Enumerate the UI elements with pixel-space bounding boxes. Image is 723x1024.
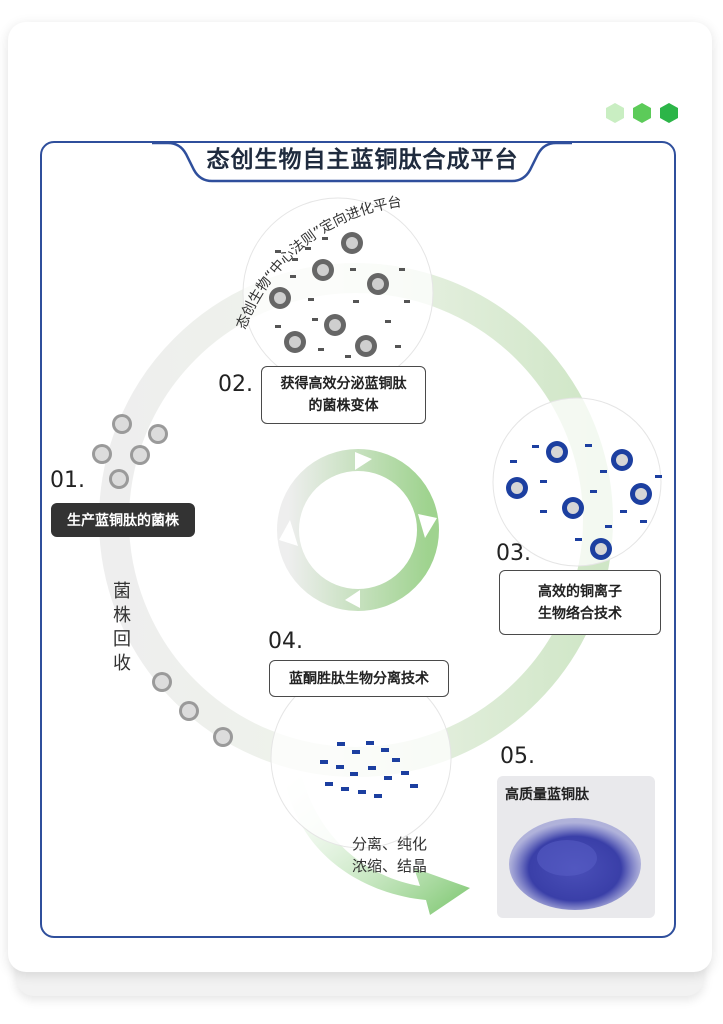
hexagon-icon [660, 103, 678, 123]
strain-cells [92, 414, 168, 489]
recycle-text: 菌 株 回 收 [110, 580, 134, 676]
title-tab [152, 130, 572, 183]
step-03-label-line2: 生物络合技术 [538, 605, 622, 622]
recycle-char: 收 [113, 653, 131, 674]
powder-image [509, 818, 641, 910]
step-05-label: 高质量蓝铜肽 [505, 787, 589, 803]
step-03-label-line1: 高效的铜离子 [538, 583, 622, 600]
step-02-number: 02. [218, 372, 253, 397]
recycle-char: 株 [113, 605, 131, 626]
recycle-char: 回 [113, 629, 131, 650]
hexagon-icon [633, 103, 651, 123]
hexagon-icon [606, 103, 624, 123]
page-title: 态创生物自主蓝铜肽合成平台 [206, 147, 519, 173]
process-text-line2: 浓缩、结晶 [352, 857, 428, 875]
blue-copper-peptide-photo: 高质量蓝铜肽 [497, 776, 655, 918]
diagram-frame [40, 141, 676, 938]
step-02-label-line2: 的菌株变体 [308, 398, 379, 414]
step-03-label: 高效的铜离子 生物络合技术 [499, 570, 661, 635]
step-04-label: 蓝酮胜肽生物分离技术 [269, 660, 449, 697]
strain-variant-cells [269, 232, 410, 358]
peptide-particles [320, 741, 418, 798]
recycle-char: 菌 [113, 581, 131, 602]
step-04-number: 04. [268, 629, 303, 654]
bubble-step-03 [492, 397, 662, 567]
step-02-label-line1: 获得高效分泌蓝铜肽 [280, 376, 407, 392]
step-03-number: 03. [496, 541, 531, 566]
step-01-label: 生产蓝铜肽的菌株 [51, 503, 195, 537]
step-01-number: 01. [50, 468, 85, 493]
copper-complex-cells [506, 441, 662, 560]
step-02-label: 获得高效分泌蓝铜肽 的菌株变体 [261, 366, 426, 424]
step-05-number: 05. [500, 744, 535, 769]
inner-cycle-arrows [277, 449, 439, 611]
process-text-line1: 分离、纯化 [352, 835, 428, 853]
process-text: 分离、纯化 浓缩、结晶 [352, 833, 427, 877]
process-arrow [285, 770, 470, 915]
recycled-cells [152, 672, 233, 747]
